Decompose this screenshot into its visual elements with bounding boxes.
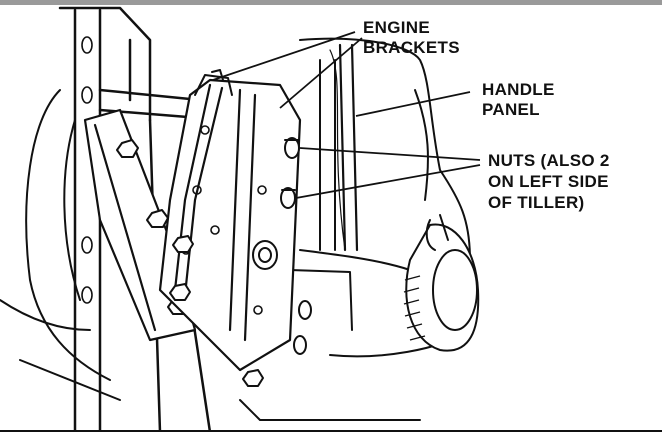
- callout-nuts-line-2: ON LEFT SIDE: [488, 172, 609, 191]
- callout-nuts: NUTS (ALSO 2 ON LEFT SIDE OF TILLER): [488, 151, 615, 212]
- leader-engine-brackets-b: [279, 37, 363, 109]
- callout-engine-brackets: ENGINE BRACKETS: [363, 18, 460, 57]
- depth-knob: [405, 214, 480, 352]
- callout-handle-panel-line-2: PANEL: [482, 100, 540, 119]
- callout-handle-panel-line-1: HANDLE: [482, 80, 555, 99]
- mounting-nuts: [280, 137, 312, 355]
- knob-ridges: [403, 275, 426, 341]
- top-border: [0, 0, 662, 5]
- tiller-body: [0, 37, 471, 421]
- callout-engine-brackets-line-1: ENGINE: [363, 18, 430, 37]
- leader-lines: [212, 31, 481, 199]
- leader-engine-brackets-a: [212, 31, 356, 81]
- callout-nuts-line-3: OF TILLER): [488, 193, 584, 212]
- callout-nuts-line-1: NUTS (ALSO 2: [488, 151, 610, 170]
- engine-bracket-front: [158, 78, 302, 372]
- leader-handle-panel: [355, 91, 471, 117]
- bracket-bolts: [169, 235, 278, 387]
- leader-nuts-b: [295, 164, 481, 199]
- callout-engine-brackets-line-2: BRACKETS: [363, 38, 460, 57]
- leader-nuts-a: [299, 147, 481, 161]
- rail-holes: [81, 36, 93, 304]
- callout-handle-panel: HANDLE PANEL: [482, 80, 560, 119]
